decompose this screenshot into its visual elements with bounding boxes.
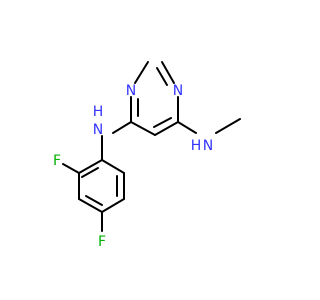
bond-c4-c5-inner [153, 117, 172, 128]
fluorine-bonds [62, 163, 103, 232]
atom-n-ring-3: N [173, 83, 183, 99]
bond-a3-a4-inner [85, 195, 103, 206]
bond-n1-c2 [134, 61, 149, 84]
bond-c6-nh [112, 121, 132, 134]
atom-nh-left: N [93, 122, 103, 138]
atom-nh-right: N [203, 138, 213, 154]
bond-a4-a5 [101, 198, 125, 213]
atom-f-bottom: F [98, 234, 106, 250]
bond-nh-methyl [215, 118, 241, 134]
bond-c5-c6 [130, 121, 156, 136]
bond-a3-a4 [78, 198, 103, 213]
bond-a1-a2 [78, 159, 103, 174]
atom-f-top: F [53, 153, 61, 169]
molecule-diagram: N N N H N H F F [53, 61, 241, 250]
atom-h-left: H [93, 104, 104, 120]
bond-c4-nh [177, 121, 197, 134]
difluorophenyl-ring [78, 159, 125, 213]
pyrimidine-ring [130, 61, 179, 136]
bond-c4-c5 [154, 121, 179, 136]
atom-n-ring-1: N [126, 83, 136, 99]
bond-a2-f [62, 163, 80, 174]
bond-a1-a2-inner [81, 167, 99, 178]
bond-c2-n3-inner [156, 67, 168, 86]
methylamino-group [177, 118, 241, 134]
bond-c2-n3 [161, 61, 175, 84]
atom-h-right: H [191, 138, 202, 154]
bond-a6-a1 [101, 159, 125, 174]
amine-bridge [101, 121, 132, 161]
